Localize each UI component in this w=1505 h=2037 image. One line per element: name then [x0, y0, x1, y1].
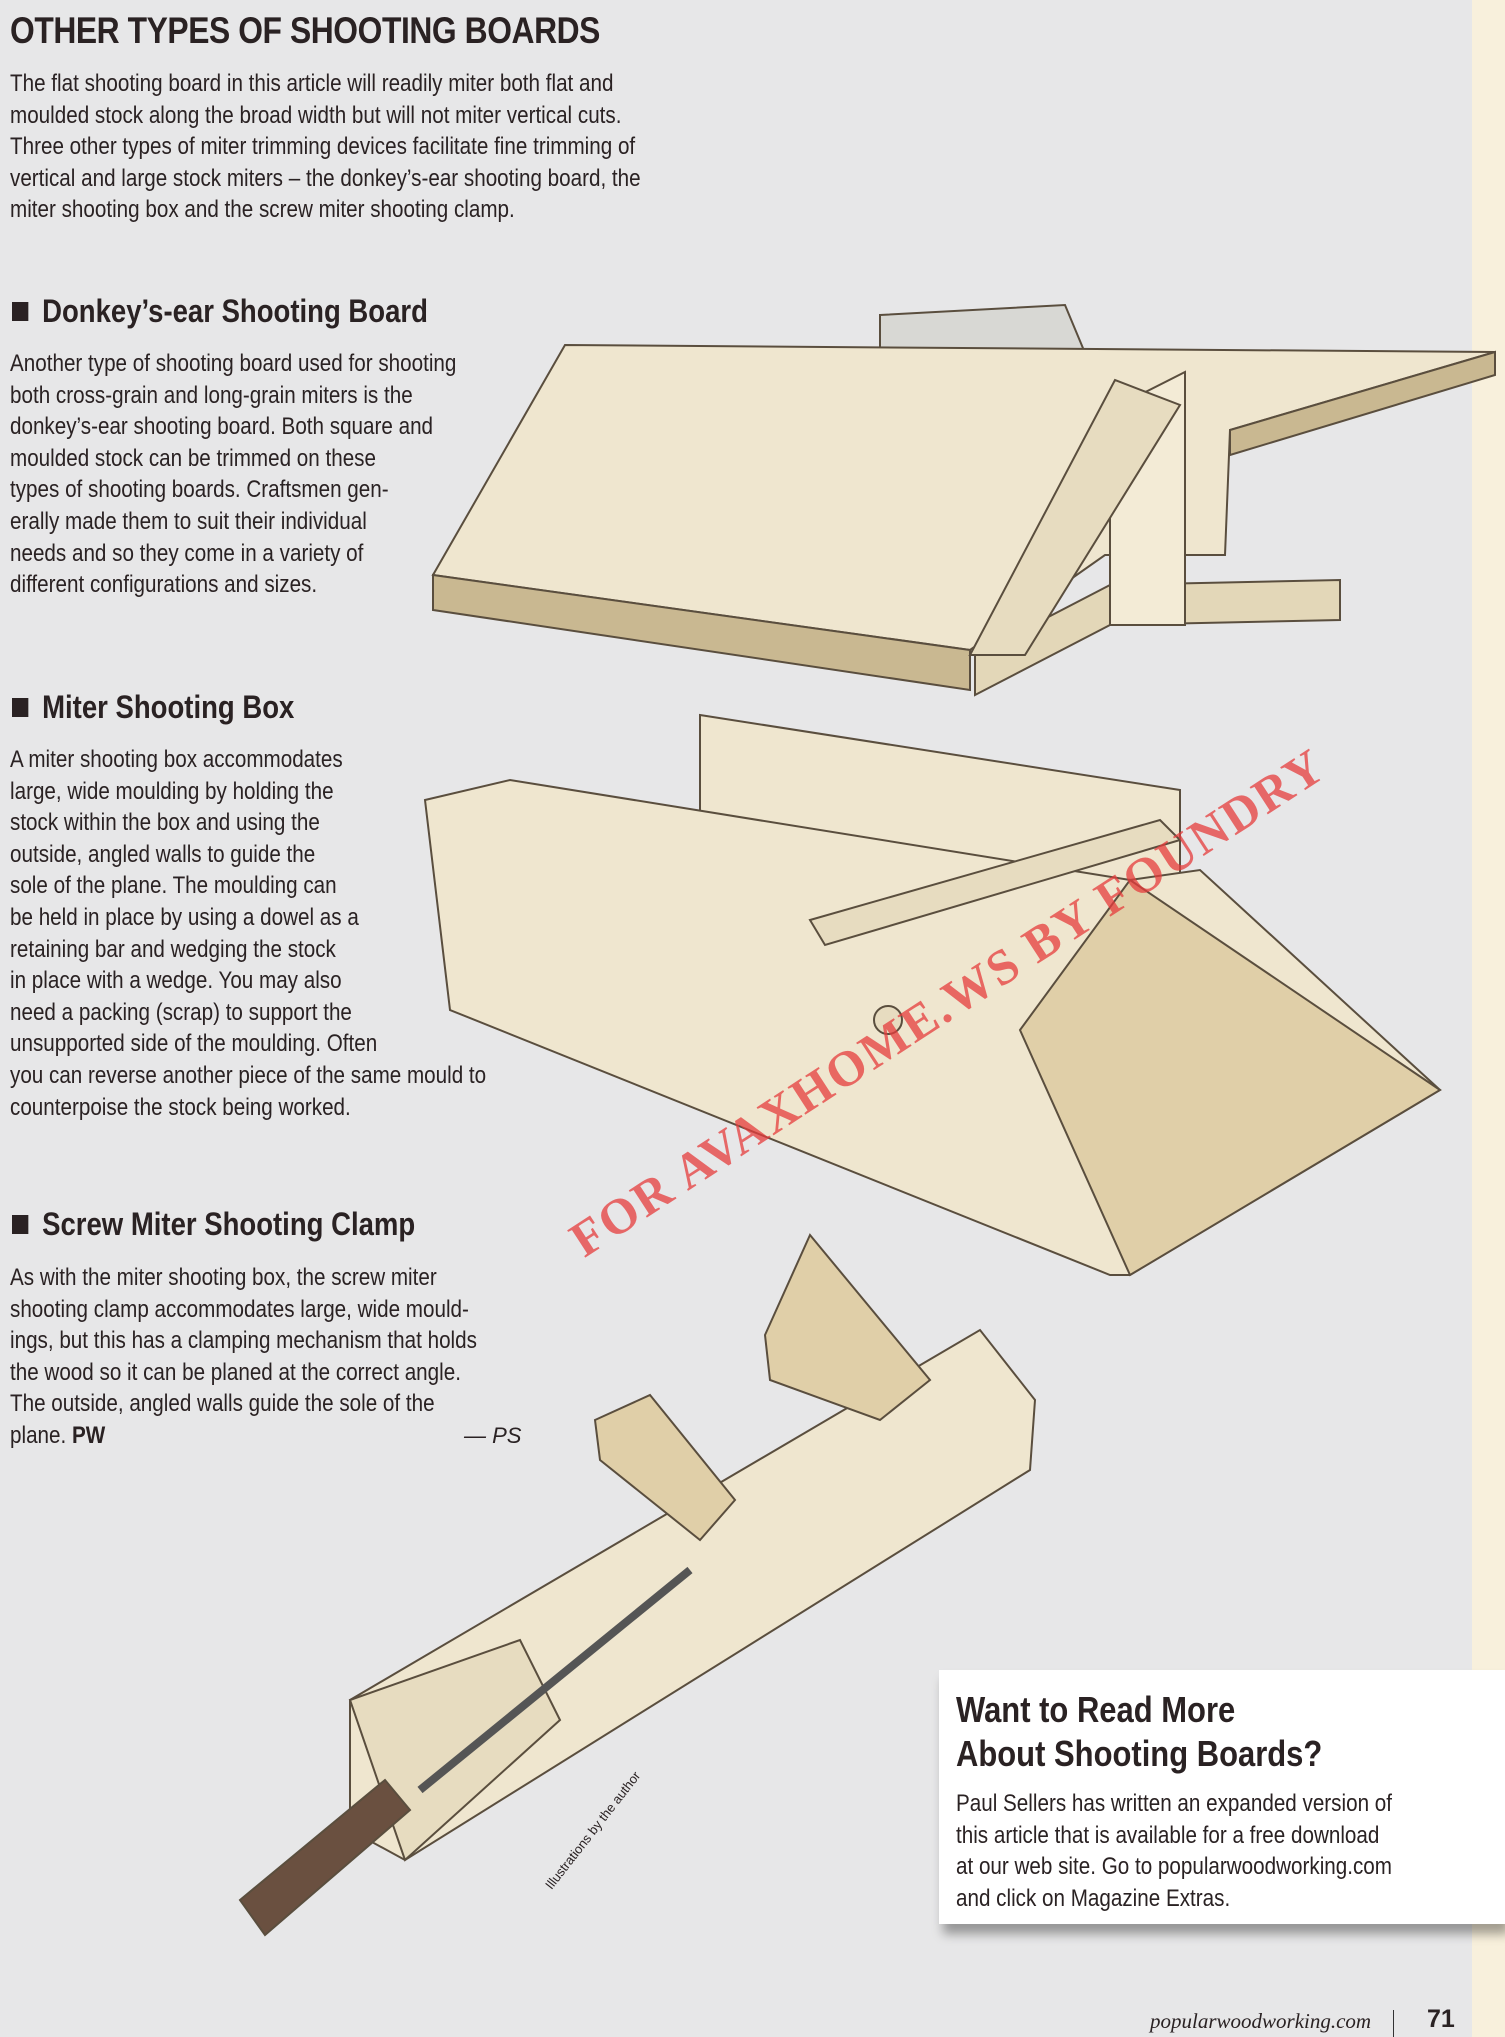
sidebar-box: Want to Read More About Shooting Boards?… — [939, 1670, 1505, 1924]
text-line: the wood so it can be planed at the corr… — [10, 1358, 461, 1386]
text-line: plane. — [10, 1421, 67, 1449]
text-line: counterpoise the stock being worked. — [10, 1093, 351, 1121]
heading-text: Donkey’s-ear Shooting Board — [42, 293, 428, 329]
text-line: ings, but this has a clamping mechanism … — [10, 1327, 477, 1355]
text-line: large, wide moulding by holding the — [10, 777, 334, 805]
section-heading-screw-clamp: Screw Miter Shooting Clamp — [12, 1206, 415, 1243]
text-line: you can reverse another piece of the sam… — [10, 1061, 487, 1089]
intro-line: miter shooting box and the screw miter s… — [10, 196, 515, 224]
sidebar-body: Paul Sellers has written an expanded ver… — [956, 1788, 1392, 1914]
bullet-square-icon — [12, 302, 29, 321]
footer-divider — [1393, 2010, 1394, 2037]
intro-paragraph: The flat shooting board in this article … — [10, 68, 641, 226]
text-line: sole of the plane. The moulding can — [10, 872, 337, 900]
footer-url: popularwoodworking.com — [1150, 2009, 1372, 2033]
text-line: donkey’s-ear shooting board. Both square… — [10, 413, 434, 441]
text-line: A miter shooting box accommodates — [10, 746, 343, 773]
text-line: shooting clamp accommodates large, wide … — [10, 1295, 469, 1323]
intro-line: vertical and large stock miters – the do… — [10, 164, 641, 192]
end-mark: PW — [71, 1421, 106, 1449]
text-line: erally made them to suit their individua… — [10, 507, 367, 535]
text-line: Paul Sellers has written an expanded ver… — [956, 1790, 1392, 1817]
section-heading-donkeys-ear: Donkey’s-ear Shooting Board — [12, 293, 428, 330]
text-line: needs and so they come in a variety of — [10, 539, 364, 567]
miter-box-paragraph: A miter shooting box accommodates large,… — [10, 744, 486, 1123]
text-line: different configurations and sizes. — [10, 571, 318, 599]
byline: — PS — [464, 1423, 522, 1448]
section-heading-miter-box: Miter Shooting Box — [12, 689, 294, 726]
page-number: 71 — [1427, 2005, 1455, 2033]
intro-line: The flat shooting board in this article … — [10, 70, 614, 97]
text-line: at our web site. Go to popularwoodworkin… — [956, 1853, 1392, 1880]
screw-clamp-paragraph: As with the miter shooting box, the scre… — [10, 1262, 477, 1452]
text-line: stock within the box and using the — [10, 809, 320, 837]
text-line: retaining bar and wedging the stock — [10, 935, 336, 963]
donkeys-ear-paragraph: Another type of shooting board used for … — [10, 348, 456, 601]
text-line: in place with a wedge. You may also — [10, 967, 342, 995]
miter-shooting-box-illustration — [423, 713, 1442, 1277]
sidebar-heading-line: Want to Read More — [956, 1689, 1236, 1730]
intro-line: moulded stock along the broad width but … — [10, 101, 622, 129]
text-line: As with the miter shooting box, the scre… — [10, 1264, 437, 1291]
heading-text: Screw Miter Shooting Clamp — [42, 1206, 416, 1242]
text-line: this article that is available for a fre… — [956, 1821, 1380, 1849]
text-line: be held in place by using a dowel as a — [10, 903, 359, 931]
text-line: types of shooting boards. Craftsmen gen- — [10, 476, 389, 504]
text-line: moulded stock can be trimmed on these — [10, 444, 376, 472]
intro-line: Three other types of miter trimming devi… — [10, 133, 636, 161]
text-line: The outside, angled walls guide the sole… — [10, 1390, 435, 1418]
text-line: outside, angled walls to guide the — [10, 840, 316, 868]
text-line: unsupported side of the moulding. Often — [10, 1030, 378, 1058]
text-line: both cross-grain and long-grain miters i… — [10, 381, 413, 409]
text-line: and click on Magazine Extras. — [956, 1884, 1231, 1912]
sidebar-heading: Want to Read More About Shooting Boards? — [956, 1688, 1322, 1776]
bullet-square-icon — [12, 698, 29, 717]
text-line: Another type of shooting board used for … — [10, 350, 457, 377]
screw-miter-shooting-clamp-illustration — [238, 1233, 1037, 1937]
donkeys-ear-shooting-board-illustration — [431, 303, 1496, 697]
heading-text: Miter Shooting Box — [42, 689, 295, 725]
page-title: OTHER TYPES OF SHOOTING BOARDS — [10, 10, 600, 51]
bullet-square-icon — [12, 1215, 29, 1234]
sidebar-heading-line: About Shooting Boards? — [956, 1733, 1323, 1774]
text-line: need a packing (scrap) to support the — [10, 998, 352, 1026]
